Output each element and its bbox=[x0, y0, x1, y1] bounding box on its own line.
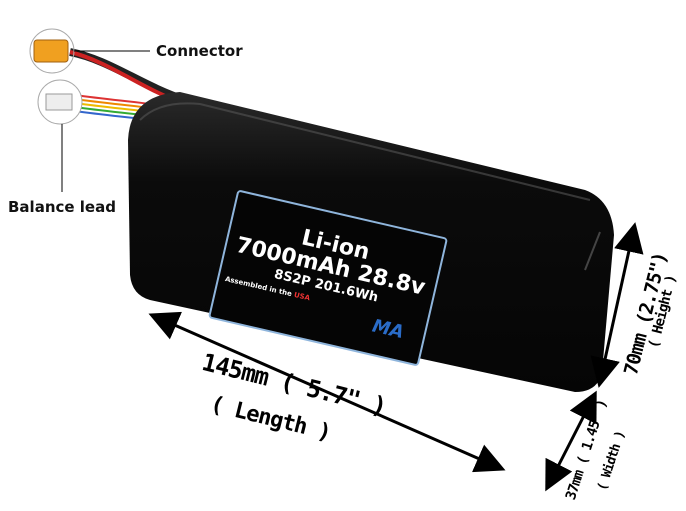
balance-lead-label: Balance lead bbox=[8, 198, 116, 216]
width-arrow bbox=[545, 390, 597, 492]
length-arrow bbox=[148, 311, 506, 473]
xt-connector-icon bbox=[33, 39, 69, 63]
height-arrow bbox=[590, 222, 644, 388]
connector-label: Connector bbox=[156, 42, 243, 60]
